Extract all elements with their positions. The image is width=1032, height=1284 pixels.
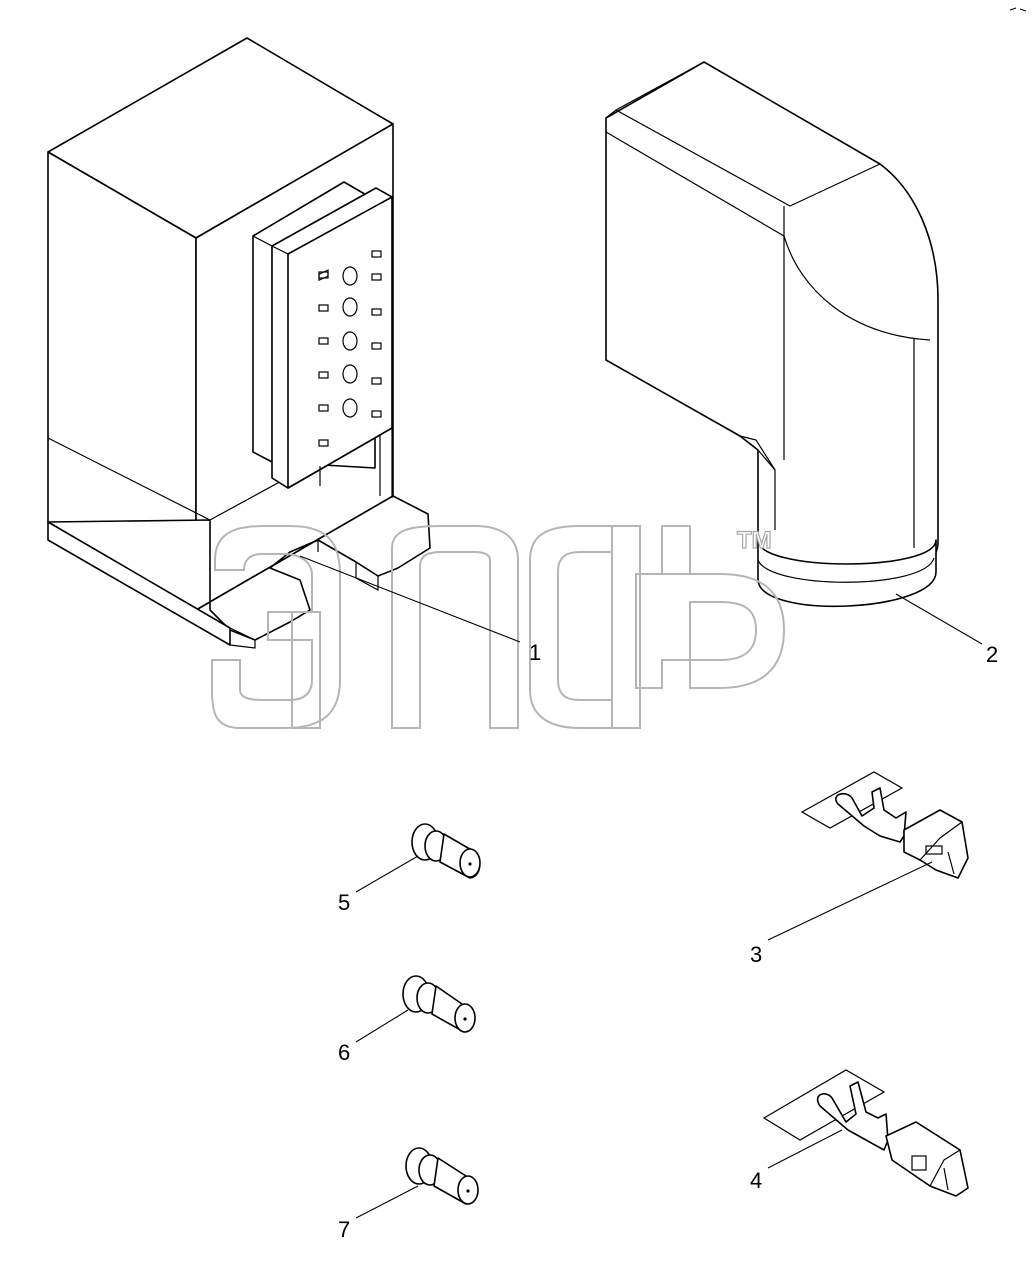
callout-5: 5 [338,890,350,915]
part-2-angled-cover[interactable] [605,61,939,608]
part-6-seal[interactable] [402,975,476,1033]
part-4-terminal[interactable] [762,1069,969,1197]
watermark-logo: TM [211,525,786,729]
part-1-connector-housing[interactable] [47,37,431,649]
callout-3: 3 [750,942,762,967]
callout-1: 1 [529,640,541,665]
callout-7: 7 [338,1217,350,1242]
part-5-seal[interactable] [411,823,481,879]
part-7-seal[interactable] [405,1147,479,1205]
corner-mark [1009,7,1027,12]
callout-4: 4 [750,1168,762,1193]
trademark-mark: TM [737,527,772,554]
pin-holes [318,250,382,447]
callout-2: 2 [986,642,998,667]
part-3-terminal[interactable] [800,771,969,879]
callout-6: 6 [338,1040,350,1065]
leader-lines [299,555,983,1219]
